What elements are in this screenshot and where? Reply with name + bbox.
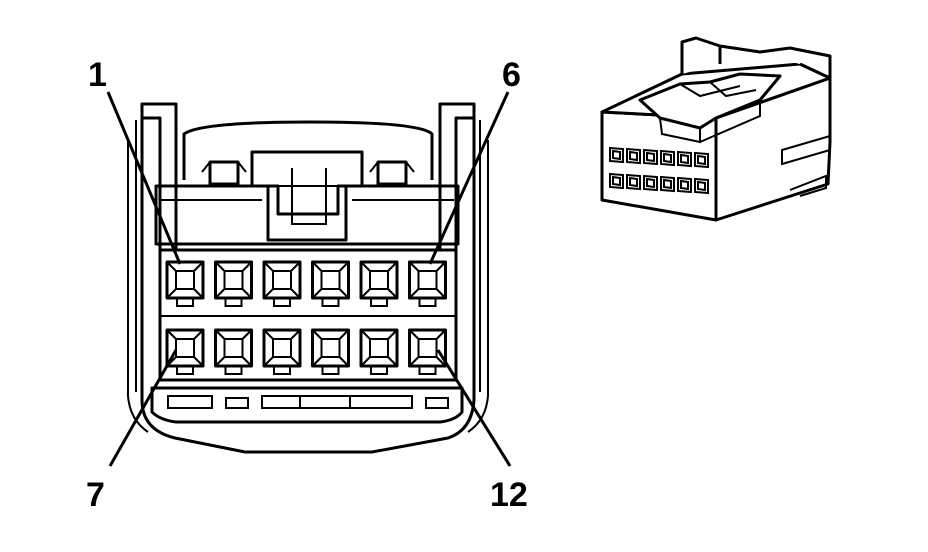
iso-cavity-12 — [694, 177, 709, 195]
iso-cavity-5 — [677, 150, 692, 168]
iso-cavity-2 — [626, 147, 641, 165]
left-side-rail — [140, 102, 178, 252]
iso-cavity-1 — [609, 146, 624, 164]
cavity-grid — [165, 260, 447, 375]
cavity-2 — [214, 260, 253, 307]
iso-cavity-7 — [609, 172, 624, 190]
iso-cavity-8 — [626, 173, 641, 191]
cavity-3 — [262, 260, 302, 307]
pin-label-12: 12 — [490, 476, 528, 514]
pin-label-6: 6 — [502, 56, 521, 94]
cavity-8 — [214, 328, 253, 375]
cavity-7 — [165, 328, 205, 375]
cavity-4 — [311, 260, 350, 307]
leader-pin-6 — [428, 91, 510, 265]
iso-cavity-grid — [609, 146, 709, 195]
upper-shelf — [154, 184, 460, 246]
leader-pin-12 — [436, 349, 512, 467]
connector-face-view — [127, 102, 489, 454]
pin-label-1: 1 — [88, 56, 107, 94]
top-latch — [182, 120, 434, 180]
leader-pin-7 — [108, 349, 178, 467]
leader-pin-1 — [106, 91, 182, 265]
pin-labels: 1 6 7 12 — [86, 56, 528, 514]
cavity-9 — [262, 328, 302, 375]
iso-cavity-9 — [643, 174, 658, 192]
cavity-12 — [408, 328, 447, 375]
cavity-11 — [359, 328, 399, 375]
leader-lines — [106, 91, 512, 467]
iso-latch — [638, 72, 782, 130]
connector-isometric-view — [600, 36, 832, 222]
iso-cavity-10 — [660, 175, 675, 193]
connector-housing — [140, 112, 476, 454]
bottom-key-strip — [150, 386, 464, 424]
cavity-6 — [408, 260, 447, 307]
cavity-1 — [165, 260, 205, 307]
iso-cavity-3 — [643, 148, 658, 166]
iso-cavity-4 — [660, 149, 675, 167]
pin-label-7: 7 — [86, 476, 105, 514]
cavity-10 — [311, 328, 350, 375]
iso-cavity-6 — [694, 151, 709, 169]
iso-cavity-11 — [677, 176, 692, 194]
cavity-5 — [359, 260, 399, 307]
